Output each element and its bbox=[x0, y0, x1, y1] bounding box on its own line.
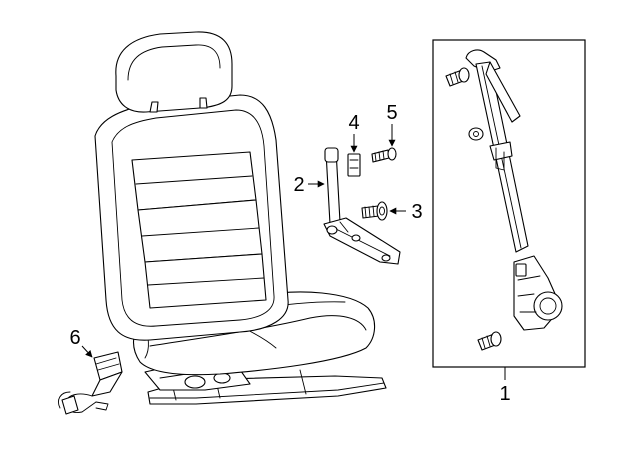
seatback bbox=[94, 94, 289, 341]
callout-3: 3 bbox=[411, 201, 422, 223]
callout-4: 4 bbox=[348, 112, 359, 134]
callout-6: 6 bbox=[69, 327, 80, 349]
callout-5: 5 bbox=[386, 102, 397, 124]
screw: 5 bbox=[371, 102, 398, 163]
belt-assembly-group: 1 bbox=[432, 39, 586, 405]
guide-bracket: 2 bbox=[293, 147, 401, 265]
headrest bbox=[115, 31, 233, 113]
belt-assembly-frame bbox=[432, 39, 586, 368]
seat-illustration bbox=[94, 31, 387, 405]
seat-rails bbox=[144, 361, 387, 405]
lower-mount-bolt bbox=[477, 331, 502, 351]
pillar-nut bbox=[468, 127, 484, 141]
buckle: 6 bbox=[58, 327, 123, 415]
upper-mount-bolt bbox=[445, 67, 470, 87]
anchor-bolt: 3 bbox=[361, 201, 423, 223]
callout-2: 2 bbox=[293, 174, 304, 196]
retractor bbox=[513, 255, 563, 331]
clip: 4 bbox=[347, 112, 361, 177]
callout-1: 1 bbox=[499, 383, 510, 405]
